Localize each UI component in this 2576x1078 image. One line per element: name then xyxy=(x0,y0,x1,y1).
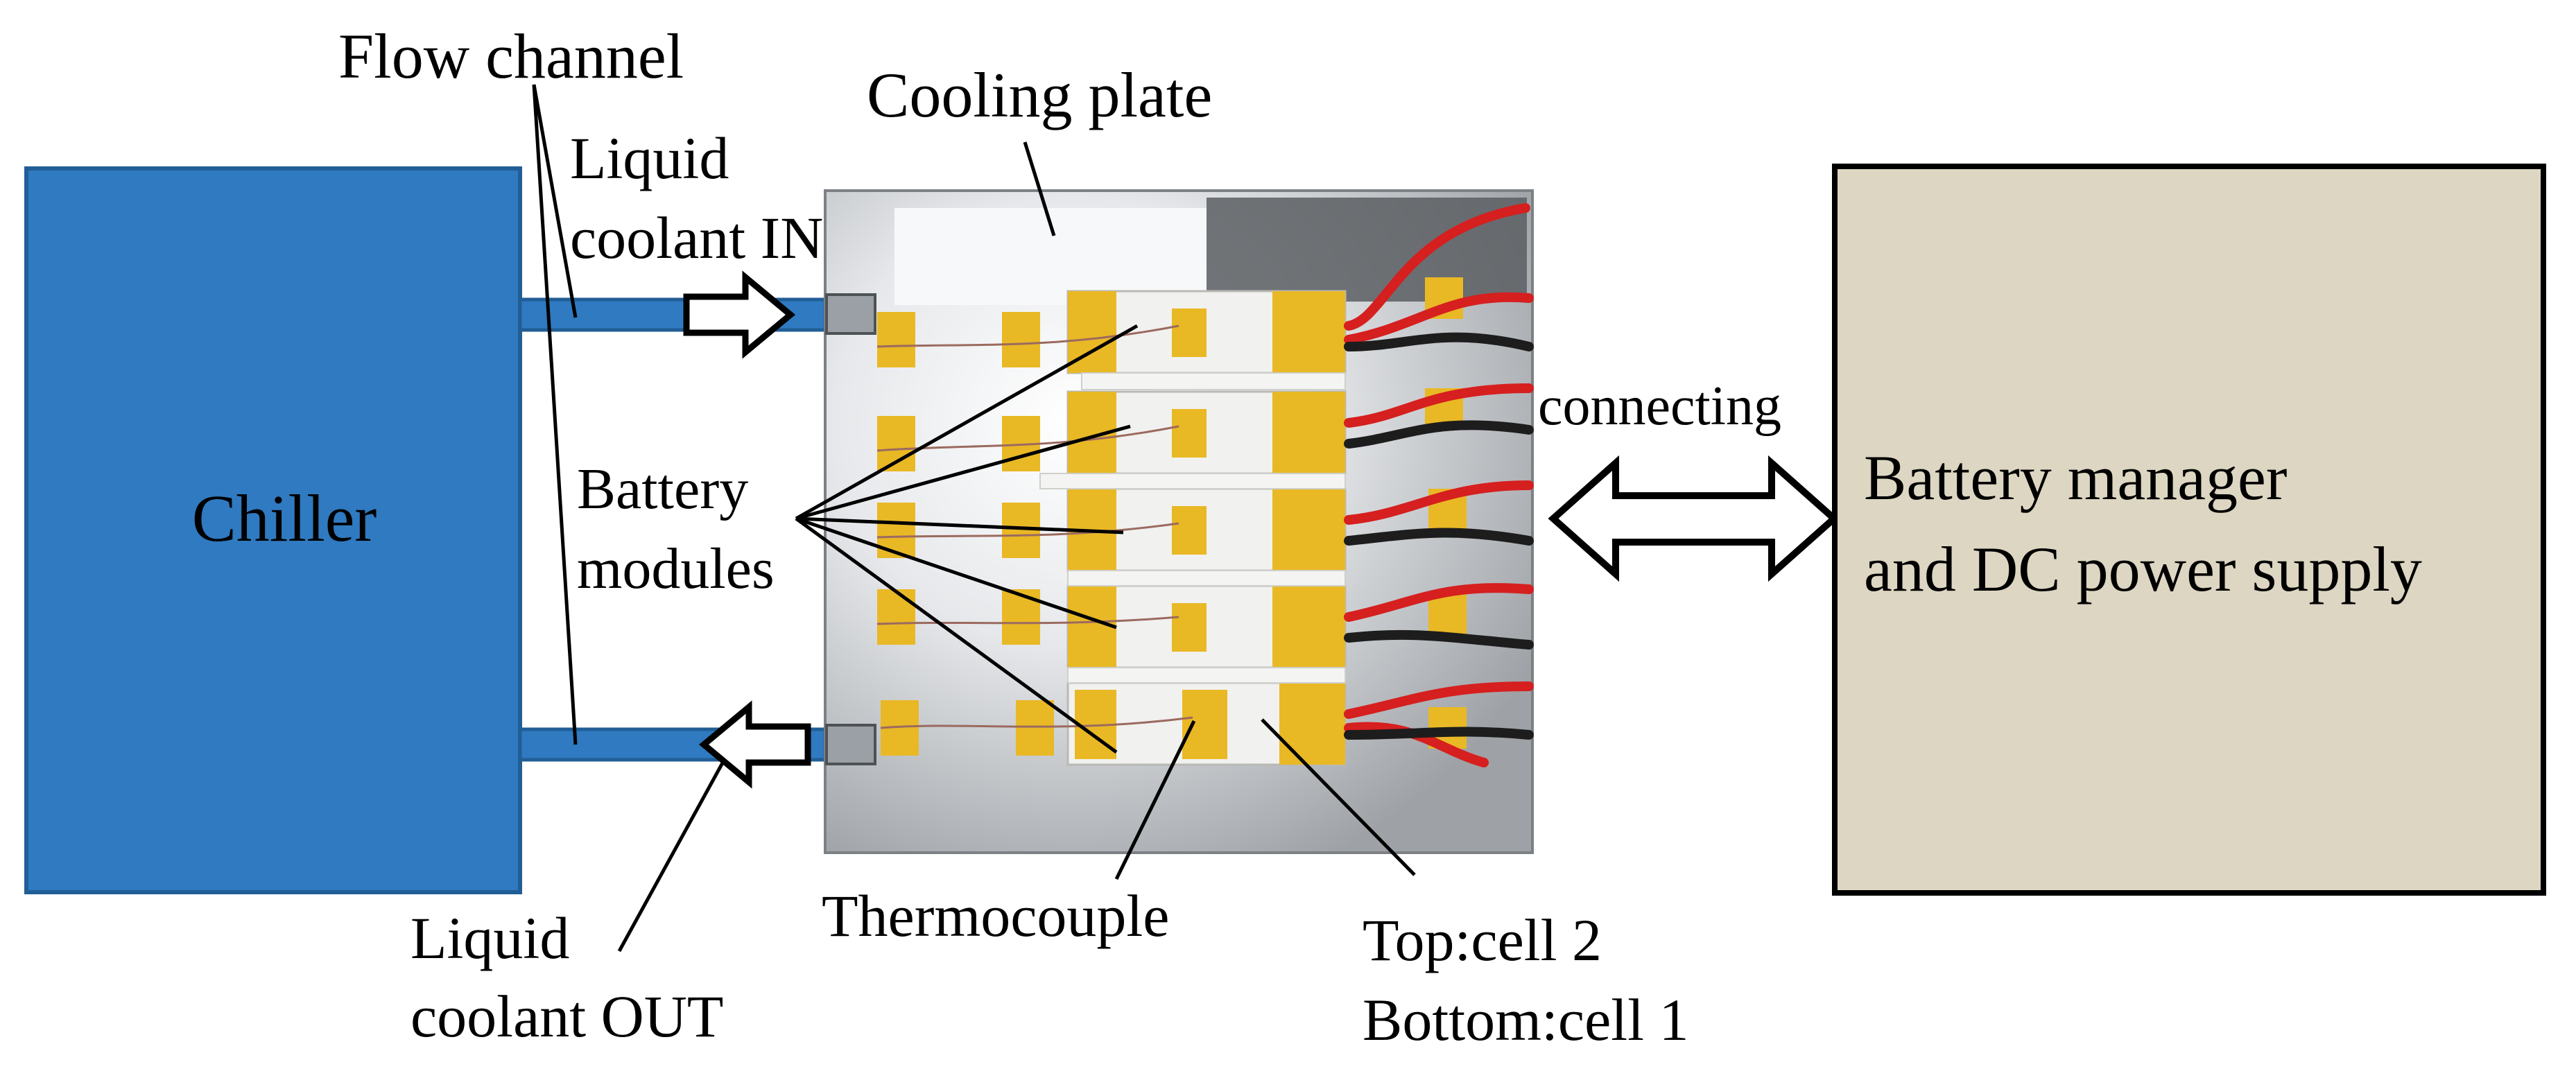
power-wires xyxy=(1344,203,1534,767)
thermocouple-wire xyxy=(876,425,1179,452)
cooling-plate-label: Cooling plate xyxy=(867,60,1212,130)
red-wire xyxy=(1344,203,1530,331)
tape xyxy=(1172,409,1207,458)
thermocouple-wires xyxy=(876,324,1193,729)
black-wire xyxy=(1344,629,1534,650)
battery-module xyxy=(1066,584,1347,669)
connecting-arrow: connecting xyxy=(1538,376,1840,582)
tape xyxy=(1272,586,1345,668)
tape xyxy=(877,312,915,367)
battery-leader-3 xyxy=(795,516,1124,534)
battery-modules-label-line2: modules xyxy=(577,537,775,601)
coolant-out-label-line1: Liquid xyxy=(410,905,569,971)
plate-dark-corner xyxy=(1207,198,1527,302)
tape xyxy=(1182,690,1227,759)
insulation-strip xyxy=(1067,570,1346,586)
red-wire xyxy=(1344,583,1534,622)
insulation-strip xyxy=(1039,473,1346,489)
thermocouple-wire xyxy=(876,324,1179,348)
battery-leader-5 xyxy=(795,516,1118,754)
battery-module xyxy=(1066,390,1347,475)
tape xyxy=(1272,291,1345,373)
tape xyxy=(877,589,915,645)
thermocouple-wire xyxy=(876,522,1179,539)
battery-manager-box xyxy=(1832,164,2546,896)
black-wire xyxy=(1344,528,1534,546)
tape xyxy=(1002,589,1040,645)
coolant-in-label-line2: coolant IN xyxy=(570,205,823,271)
cooling-plate xyxy=(824,189,1534,854)
thermocouple-wire xyxy=(880,716,1193,729)
battery-module xyxy=(1066,681,1347,766)
double-arrow xyxy=(1548,455,1840,582)
tape xyxy=(1068,586,1116,668)
tape xyxy=(1428,593,1467,634)
red-wire xyxy=(1344,292,1534,345)
flow-channels xyxy=(518,297,827,762)
cell-bottom-label: Bottom:cell 1 xyxy=(1363,986,1689,1053)
tape xyxy=(1172,308,1207,357)
battery-module-stack xyxy=(1066,290,1347,766)
pipe-fittings xyxy=(825,293,876,765)
insulation-strip xyxy=(1067,667,1346,684)
insulation-strips xyxy=(1039,372,1346,684)
tape xyxy=(1272,489,1345,571)
cell-top-label: Top:cell 2 xyxy=(1363,907,1602,973)
battery-manager-label-line2: and DC power supply xyxy=(1864,534,2422,605)
battery-module xyxy=(1066,290,1347,374)
tape xyxy=(1016,700,1054,756)
chiller: Chiller xyxy=(24,166,522,894)
red-wire xyxy=(1344,681,1534,719)
tape xyxy=(1172,603,1207,652)
black-wire xyxy=(1344,332,1534,351)
tape xyxy=(1172,506,1207,555)
coolant-in-label-line1: Liquid xyxy=(570,125,729,191)
thermocouple-label: Thermocouple xyxy=(822,883,1169,949)
tape xyxy=(1279,683,1345,765)
flow-channel-label: Flow channel xyxy=(338,21,684,92)
chiller-box xyxy=(24,166,522,894)
chiller-label: Chiller xyxy=(192,481,377,555)
black-wire xyxy=(1344,420,1534,449)
coolant-out-arrow xyxy=(698,700,811,789)
coolant-out-leader xyxy=(617,758,727,953)
coolant-in-arrow xyxy=(683,270,796,359)
battery-module xyxy=(1066,487,1347,572)
red-wire xyxy=(1344,383,1534,428)
thermocouple-wire xyxy=(876,616,1179,625)
tape xyxy=(1272,392,1345,473)
tape xyxy=(1002,312,1040,367)
flow-channel-leader-in xyxy=(532,84,578,318)
black-wire xyxy=(1344,727,1534,740)
outlet-fitting xyxy=(825,724,876,765)
red-wire xyxy=(1344,480,1534,525)
battery-leader-1 xyxy=(795,324,1139,521)
labels: Flow channel Cooling plate Liquid coolan… xyxy=(338,21,1689,1053)
battery-manager: Battery manager and DC power supply xyxy=(1832,164,2546,896)
flow-channel-leader-out xyxy=(532,84,578,745)
inlet-fitting xyxy=(825,293,876,335)
battery-leader-2 xyxy=(795,424,1131,521)
connecting-label: connecting xyxy=(1538,376,1781,437)
cell-leader xyxy=(1261,718,1416,876)
coolant-out-label-line2: coolant OUT xyxy=(410,983,723,1050)
battery-manager-label-line1: Battery manager xyxy=(1864,442,2288,513)
battery-modules-label-line1: Battery xyxy=(577,457,748,521)
coolant-arrows xyxy=(683,270,811,789)
cooling-plate-leader xyxy=(1023,141,1056,236)
battery-leader-4 xyxy=(795,516,1117,629)
insulation-strip xyxy=(1081,372,1346,390)
leader-lines xyxy=(532,84,1416,953)
thermocouple-leader xyxy=(1114,720,1196,880)
